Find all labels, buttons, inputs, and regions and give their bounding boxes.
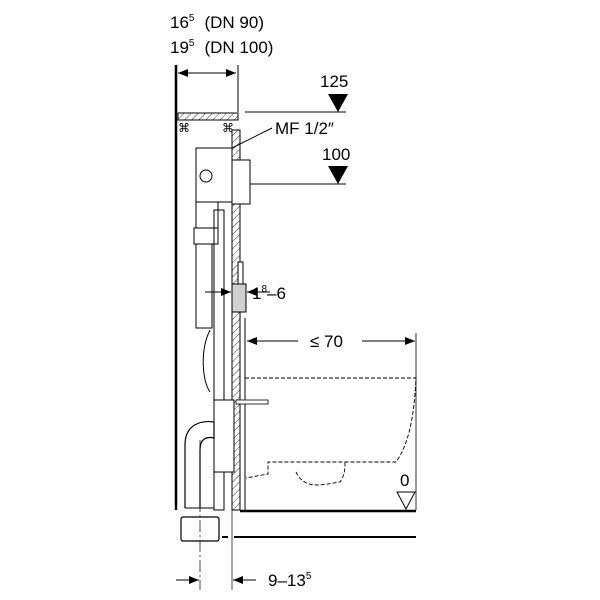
wc-bowl-outline (245, 377, 417, 486)
depth-dn100-label: 195(DN 100) (170, 38, 273, 57)
level-100-label: 100 (322, 145, 350, 164)
pipe-offset-label: 9–135 (268, 571, 312, 590)
floor-level-label: 0 (400, 471, 409, 490)
fixing-bracket-icon: ⌘ (222, 121, 234, 135)
water-connection-label: MF 1/2″ (275, 119, 334, 138)
wall-panel-hatch (231, 129, 241, 511)
projection-label: ≤ 70 (310, 332, 343, 351)
top-frame-hatch (177, 112, 239, 121)
level-125-triangle-icon (328, 94, 348, 112)
fixing-bracket-icon: ⌘ (178, 121, 190, 135)
actuator-panel (231, 283, 247, 313)
fixing-bolt (235, 399, 269, 405)
wall-thickness-label: 18–6 (252, 284, 286, 303)
drain-bend (184, 420, 215, 508)
level-125-label: 125 (320, 72, 348, 91)
level-100-triangle-icon (328, 166, 348, 184)
floor-level-triangle-icon (396, 491, 416, 511)
cistern-frame (193, 147, 251, 511)
depth-dn90-label: 165(DN 90) (170, 13, 264, 32)
